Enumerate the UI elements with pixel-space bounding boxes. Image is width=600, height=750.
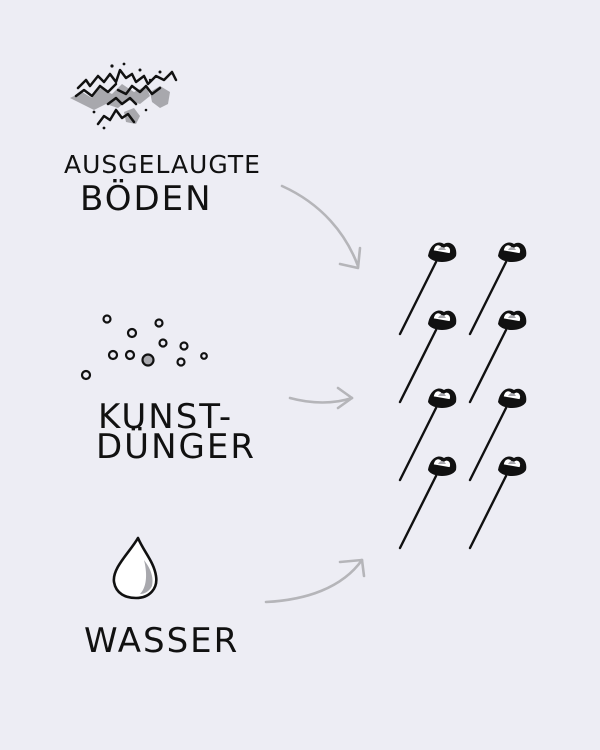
cotton-shade [438, 247, 446, 250]
cotton-shade [508, 461, 516, 464]
cotton-plant [468, 456, 527, 550]
water-drop-icon [112, 536, 158, 600]
plant-stem [398, 406, 438, 482]
cotton-shade [438, 461, 446, 464]
plant-stem [468, 406, 508, 482]
cotton-plant [468, 388, 527, 482]
cotton-shade [508, 315, 516, 318]
arrow-soil-to-plants [280, 184, 362, 270]
cotton-plant [398, 242, 457, 336]
plant-stem [398, 474, 438, 550]
cotton-plant [398, 310, 457, 404]
cotton-plants-icon [398, 242, 527, 550]
cotton-plant [398, 456, 457, 550]
cotton-plant [468, 242, 527, 336]
arrow-fertilizer-to-plants [288, 386, 354, 410]
label-fertilizer-line-1: KUNST- [98, 397, 234, 437]
label-soil-line-2: BÖDEN [80, 179, 213, 219]
plant-stem [398, 328, 438, 404]
cotton-shade [508, 247, 516, 250]
label-water: WASSER [84, 621, 240, 661]
plant-stem [398, 260, 438, 336]
depleted-soil-icon [70, 62, 178, 130]
label-fertilizer-line-2: DÜNGER [96, 427, 256, 467]
cotton-shade [438, 393, 446, 396]
arrow-water-to-plants [264, 558, 366, 604]
cotton-shade [438, 315, 446, 318]
label-soil-line-1: AUSGELAUGTE [64, 150, 261, 179]
cotton-shade [508, 393, 516, 396]
cotton-plant [468, 310, 527, 404]
cotton-plant [398, 388, 457, 482]
plant-stem [468, 260, 508, 336]
plant-stem [468, 328, 508, 404]
fertilizer-pellets-icon [80, 314, 208, 381]
plant-stem [468, 474, 508, 550]
